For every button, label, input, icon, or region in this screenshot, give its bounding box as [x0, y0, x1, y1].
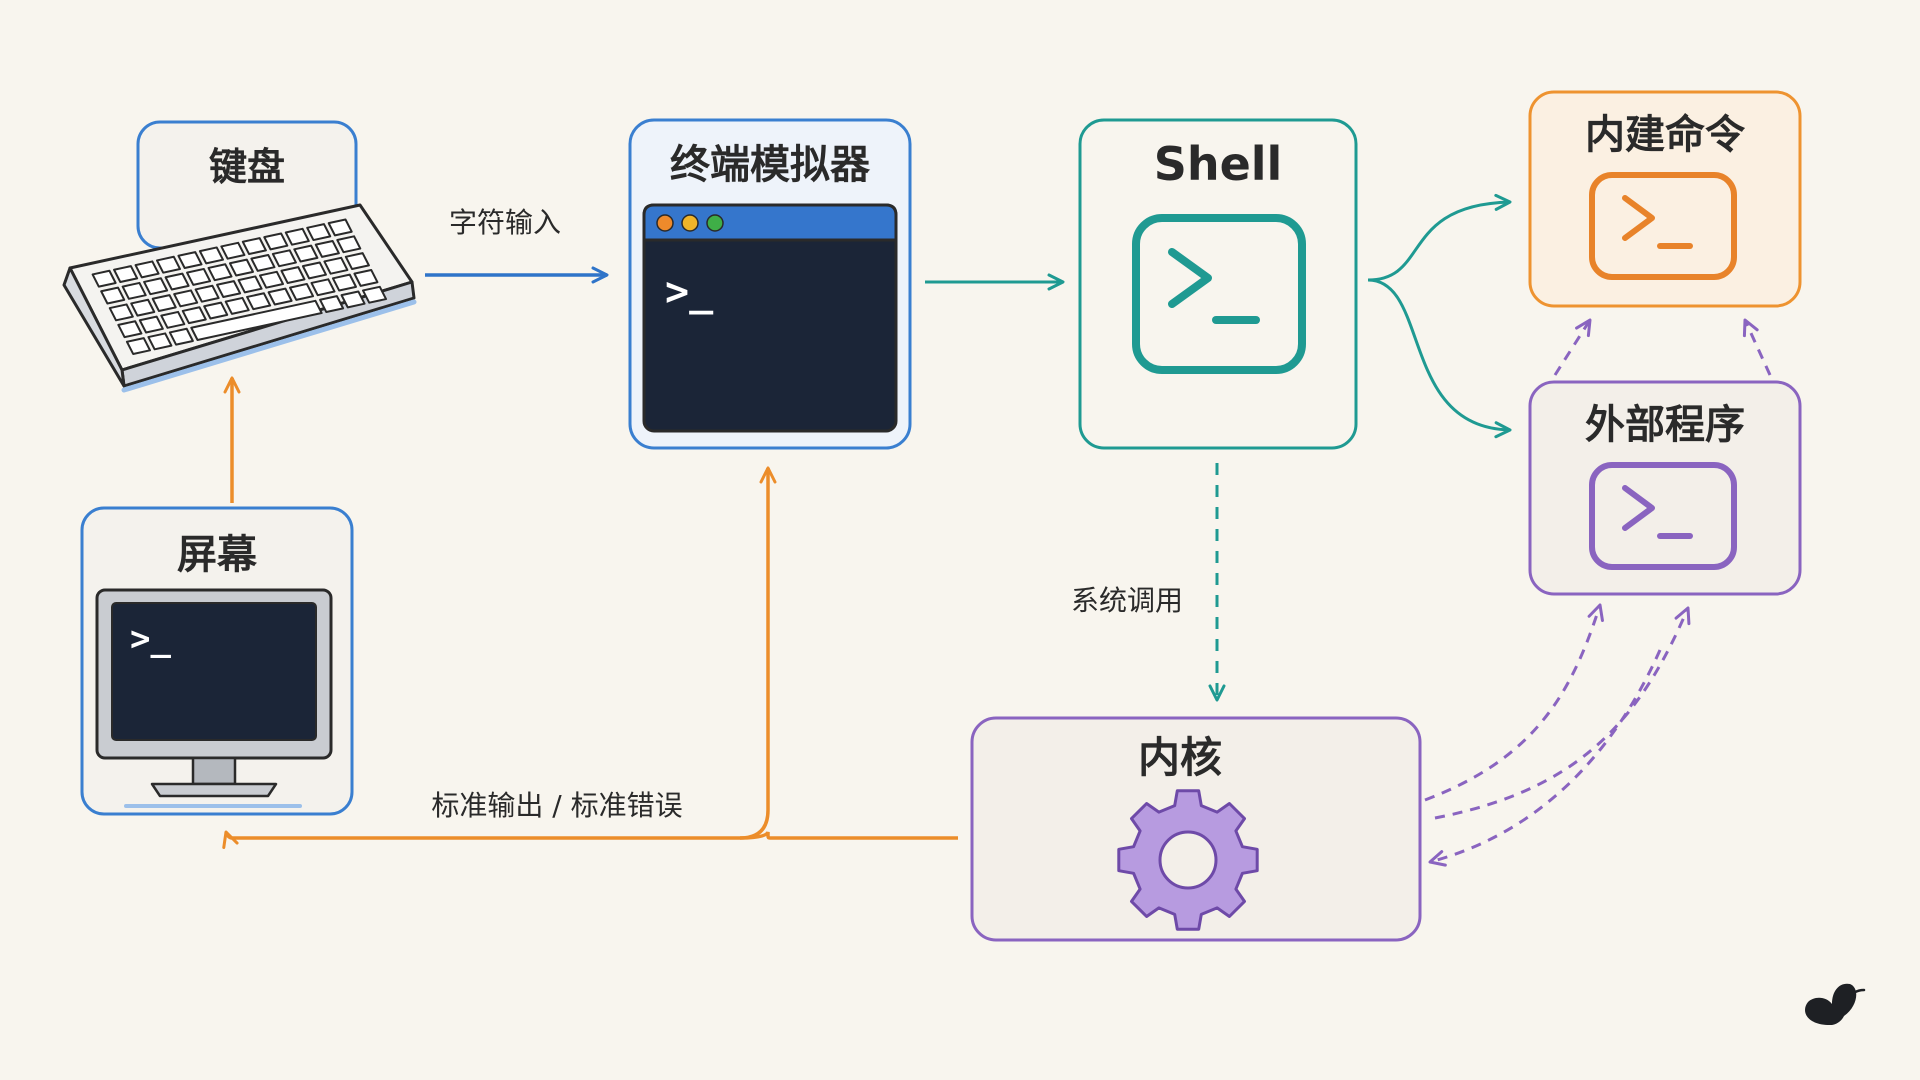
keyboard-key: [241, 237, 267, 256]
node-external-title: 外部程序: [1585, 402, 1745, 448]
keyboard-key: [181, 306, 207, 325]
terminal-window-icon: >_: [642, 203, 898, 433]
keyboard-key: [344, 252, 370, 271]
keyboard-key: [250, 253, 276, 272]
keyboard-key: [160, 310, 186, 329]
keyboard-key: [301, 261, 327, 280]
keyboard-key: [108, 303, 134, 322]
keyboard-key: [271, 249, 297, 268]
keyboard-key: [151, 294, 177, 312]
edge-shell-to-external: [1367, 278, 1512, 439]
edge-label-stdout-stderr: 标准输出 / 标准错误: [431, 789, 682, 822]
keyboard-key: [314, 239, 340, 258]
keyboard-key: [289, 282, 315, 301]
keyboard-key: [186, 267, 212, 286]
node-kernel: 内核: [970, 716, 1422, 942]
window-close-dot: [656, 214, 674, 232]
keyboard-key: [237, 275, 263, 294]
gear-icon: [1117, 789, 1259, 931]
keyboard-key: [121, 281, 147, 300]
shell-prompt-icon: [1132, 214, 1306, 374]
keyboard-key: [258, 270, 285, 289]
keyboard-icon: [62, 203, 417, 393]
keyboard-key: [310, 278, 336, 297]
keyboard-key: [340, 290, 366, 309]
keyboard-key: [267, 287, 293, 306]
external-prompt-icon: [1589, 462, 1737, 570]
keyboard-key: [147, 332, 173, 351]
monitor-icon: >_: [95, 588, 333, 808]
keyboard-key: [91, 269, 117, 288]
edge-label-syscall: 系统调用: [1071, 584, 1183, 617]
keyboard-key: [353, 268, 379, 287]
keyboard-key: [331, 273, 357, 292]
window-minimize-dot: [681, 214, 699, 232]
keyboard-key: [306, 223, 332, 242]
keyboard-key: [361, 285, 388, 304]
keyboard-key: [216, 280, 242, 299]
node-keyboard-title: 键盘: [209, 145, 285, 189]
node-builtin: 内建命令: [1528, 90, 1802, 308]
keyboard-key: [164, 272, 190, 291]
monitor-prompt: >_: [130, 619, 171, 659]
keyboard-key: [100, 286, 126, 305]
terminal-prompt: >_: [665, 269, 714, 315]
keyboard-key: [134, 260, 160, 279]
edge-kernel-to-screen: [222, 830, 958, 849]
edge-shell-to-builtin: [1367, 193, 1512, 282]
keyboard-key: [220, 241, 246, 260]
node-external: 外部程序: [1528, 380, 1802, 596]
edge-kernel-to-external-2: [1434, 606, 1691, 820]
keyboard-key: [117, 320, 143, 339]
keyboard-key: [203, 301, 229, 320]
keyboard-key: [113, 265, 139, 283]
node-keyboard: 键盘: [62, 120, 417, 393]
keyboard-key: [323, 256, 349, 275]
node-screen-title: 屏幕: [177, 532, 258, 578]
keyboard-key: [125, 337, 151, 355]
keyboard-key: [168, 327, 194, 346]
keyboard-key: [143, 277, 169, 296]
keyboard-key: [177, 251, 203, 270]
edge-external-to-kernel: [1428, 649, 1662, 867]
keyboard-key: [224, 296, 250, 315]
node-builtin-title: 内建命令: [1585, 112, 1746, 158]
builtin-prompt-icon: [1589, 172, 1737, 280]
keyboard-key: [155, 255, 182, 274]
edge-label-char-input: 字符输入: [449, 206, 561, 239]
node-terminal: 终端模拟器 >_: [628, 118, 912, 450]
keyboard-key: [173, 289, 199, 308]
keyboard-key: [319, 295, 345, 314]
edge-kernel-to-terminal: [739, 466, 777, 840]
edge-external-to-builtin-left: [1553, 318, 1592, 376]
node-screen: 屏幕 >_: [80, 506, 354, 816]
node-terminal-title: 终端模拟器: [670, 142, 871, 188]
keyboard-key: [194, 284, 220, 303]
node-shell-title: Shell: [1154, 137, 1283, 191]
keyboard-key: [207, 263, 233, 282]
keyboard-key: [190, 299, 323, 341]
keyboard-key: [198, 246, 224, 265]
node-kernel-title: 内核: [1138, 733, 1222, 782]
keyboard-key: [246, 292, 272, 311]
node-shell: Shell: [1078, 118, 1358, 450]
keyboard-key: [327, 218, 353, 237]
window-maximize-dot: [706, 214, 724, 232]
keyboard-key: [130, 298, 156, 317]
keyboard-key: [293, 244, 319, 263]
butterfly-logo-icon: [1805, 983, 1866, 1026]
edge-external-to-builtin-right: [1742, 318, 1772, 376]
gear-hole: [1158, 830, 1218, 890]
keyboard-key: [336, 235, 362, 254]
keyboard-key: [280, 266, 306, 285]
keyboard-key: [263, 232, 289, 251]
keyboard-key: [228, 258, 254, 277]
keyboard-key: [284, 227, 310, 246]
keyboard-key: [138, 315, 164, 334]
edge-kernel-to-external-1: [1424, 603, 1604, 802]
